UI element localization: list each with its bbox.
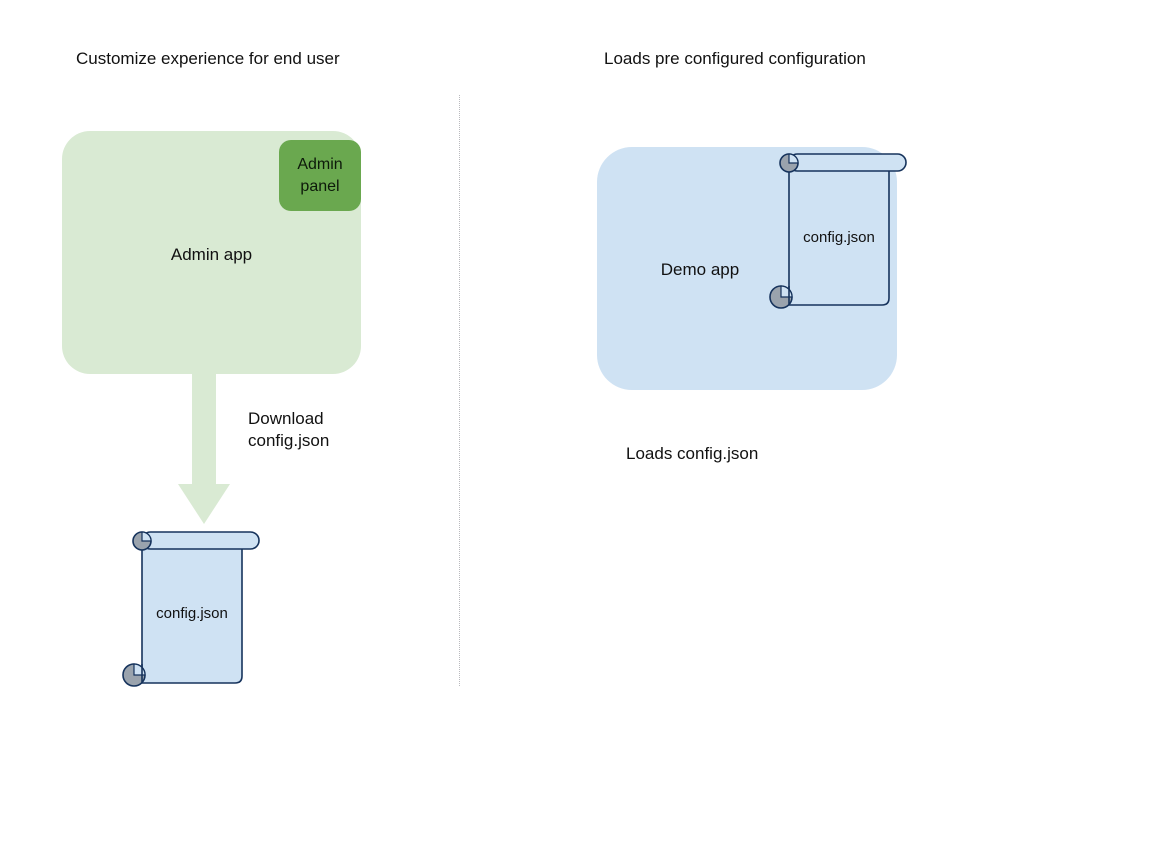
arrow-down-icon (178, 372, 230, 524)
admin-panel-badge-label: Admin panel (297, 155, 343, 195)
scroll-document-icon (769, 153, 907, 309)
loads-config-caption: Loads config.json (626, 444, 759, 463)
admin-app-label: Admin app (170, 245, 253, 264)
scroll-document-icon (122, 531, 260, 687)
download-arrow-label: Download config.json (248, 409, 330, 450)
demo-app-label: Demo app (660, 260, 740, 279)
admin-panel-badge[interactable]: Admin panel (279, 140, 361, 211)
scroll-document-label: config.json (156, 605, 228, 622)
left-section-heading: Customize experience for end user (76, 49, 340, 68)
scroll-document-label: config.json (803, 229, 875, 246)
section-divider (459, 95, 460, 686)
right-section-heading: Loads pre configured configuration (604, 49, 866, 68)
